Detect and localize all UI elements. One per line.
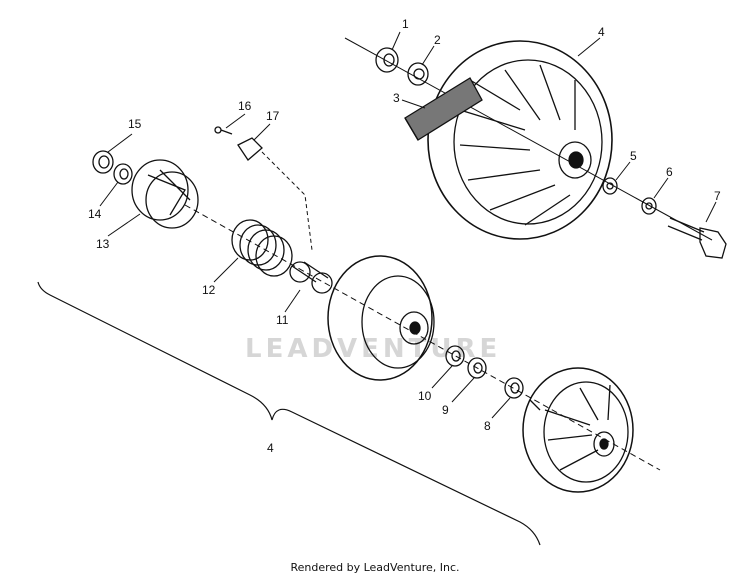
callout-17: 17 <box>266 109 280 123</box>
part-8-washer <box>504 377 524 399</box>
part-12-spring <box>231 219 293 277</box>
part-5-washer <box>602 177 618 195</box>
part-1-washer <box>375 47 399 73</box>
callout-5: 5 <box>630 149 637 163</box>
callout-15: 15 <box>128 117 142 131</box>
callout-4: 4 <box>598 25 605 39</box>
part-4-sheave-upper <box>427 40 613 240</box>
watermark: LEADVENTURE <box>245 334 502 364</box>
callout-13: 13 <box>96 237 110 251</box>
callout-2: 2 <box>434 33 441 47</box>
part-17-button <box>237 137 263 161</box>
part-13-cam <box>131 159 199 229</box>
assembly-bracket <box>37 281 541 546</box>
callout-8: 8 <box>484 419 491 433</box>
part-4-sheave-middle <box>327 255 435 381</box>
footer-credit: Rendered by LeadVenture, Inc. <box>290 561 460 574</box>
part-9-washer <box>467 357 487 379</box>
part-10-washer <box>445 345 465 367</box>
part-15-snap-ring <box>92 150 114 174</box>
part-2-washer <box>407 62 429 86</box>
callout-3: 3 <box>393 91 400 105</box>
callout-9: 9 <box>442 403 449 417</box>
callout-7: 7 <box>714 189 721 203</box>
leader-17-dash <box>261 151 313 251</box>
callout-11: 11 <box>276 313 289 327</box>
leader-lines <box>99 31 717 419</box>
part-7-bolt <box>667 217 727 259</box>
part-4-sheave-lower <box>522 367 634 493</box>
callout-16: 16 <box>238 99 252 113</box>
callout-12: 12 <box>202 283 216 297</box>
callout-1: 1 <box>402 17 409 31</box>
callout-14: 14 <box>88 207 102 221</box>
part-3-drive-belt <box>404 77 483 141</box>
callout-6: 6 <box>666 165 673 179</box>
part-16-pin <box>214 126 233 135</box>
part-6-washer <box>641 197 657 215</box>
part-14-washer <box>113 163 133 185</box>
callout-10: 10 <box>418 389 432 403</box>
callout-4-assembly: 4 <box>267 441 274 455</box>
axis-line-lower <box>184 204 661 471</box>
part-11-bushing <box>289 261 333 294</box>
axis-line-upper <box>344 37 713 241</box>
